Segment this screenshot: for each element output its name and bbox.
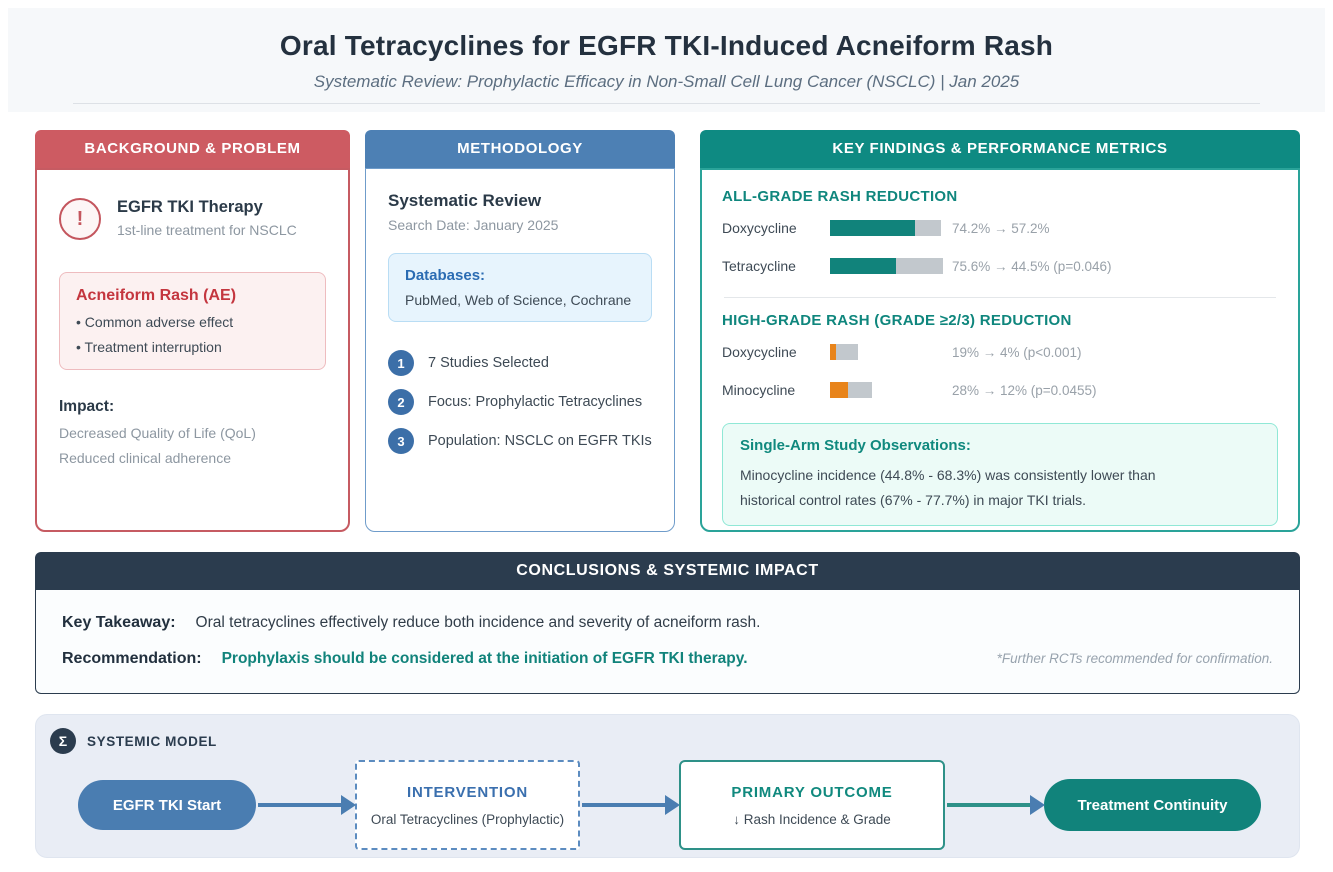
conclusions-header: CONCLUSIONS & SYSTEMIC IMPACT [35,552,1300,590]
therapy-row: ! EGFR TKI Therapy 1st-line treatment fo… [59,198,326,240]
step-1-label: 7 Studies Selected [428,355,549,371]
takeaway-line: Key Takeaway: Oral tetracyclines effecti… [62,614,1273,632]
intervention-box: INTERVENTION Oral Tetracyclines (Prophyl… [355,760,580,850]
bar-chart [830,258,952,274]
background-header: BACKGROUND & PROBLEM [35,130,350,168]
methodology-card: Systematic Review Search Date: January 2… [365,168,675,532]
metric-label: Doxycycline [722,220,797,236]
arrow-right-icon [258,795,356,815]
therapy-text: EGFR TKI Therapy 1st-line treatment for … [117,198,297,238]
rash-bullet-1: • Common adverse effect [76,314,234,330]
steps-list: 1 7 Studies Selected 2 Focus: Prophylact… [388,350,652,454]
databases-label: Databases: [405,267,486,284]
end-pill: Treatment Continuity [1044,779,1261,831]
methodology-column: METHODOLOGY Systematic Review Search Dat… [365,130,675,532]
impact-line-2: Reduced clinical adherence [59,450,231,466]
footnote: *Further RCTs recommended for confirmati… [996,651,1273,666]
bar-fill [830,382,848,398]
findings-header: KEY FINDINGS & PERFORMANCE METRICS [700,130,1300,168]
arrow-right-icon [582,795,680,815]
start-pill: EGFR TKI Start [78,780,256,830]
findings-divider [724,297,1276,298]
all-grade-row-doxycycline: Doxycycline 74.2% → 57.2% [722,213,1278,243]
alert-icon: ! [59,198,101,240]
arrow-right-icon [947,795,1045,815]
model-head: Σ SYSTEMIC MODEL [50,728,217,754]
single-arm-box: Single-Arm Study Observations: Minocycli… [722,423,1278,526]
metric-value: 75.6% → 44.5% (p=0.046) [952,258,1112,274]
step-2: 2 Focus: Prophylactic Tetracyclines [388,389,652,415]
systemic-model-panel: Σ SYSTEMIC MODEL EGFR TKI Start INTERVEN… [35,714,1300,858]
high-grade-title: HIGH-GRADE RASH (GRADE ≥2/3) REDUCTION [722,312,1072,329]
recommendation-line: Recommendation: Prophylaxis should be co… [62,650,1273,668]
step-2-number: 2 [388,389,414,415]
impact-label: Impact: [59,398,115,415]
intervention-sub: Oral Tetracyclines (Prophylactic) [370,811,565,827]
step-2-label: Focus: Prophylactic Tetracyclines [428,394,643,410]
search-date: Search Date: January 2025 [388,217,559,233]
header-band: Oral Tetracyclines for EGFR TKI-Induced … [8,8,1325,112]
recommendation-label: Recommendation: [62,650,202,667]
columns-row: BACKGROUND & PROBLEM ! EGFR TKI Therapy … [35,130,1300,532]
metric-label: Minocycline [722,382,796,398]
sigma-icon: Σ [50,728,76,754]
outcome-title: PRIMARY OUTCOME [731,783,893,801]
page-subtitle: Systematic Review: Prophylactic Efficacy… [313,72,1020,91]
rash-bullet-2: • Treatment interruption [76,339,222,355]
background-column: BACKGROUND & PROBLEM ! EGFR TKI Therapy … [35,130,350,532]
findings-column: KEY FINDINGS & PERFORMANCE METRICS ALL-G… [700,130,1300,532]
page-title: Oral Tetracyclines for EGFR TKI-Induced … [279,30,1054,61]
methodology-header: METHODOLOGY [365,130,675,168]
findings-card: ALL-GRADE RASH REDUCTION Doxycycline 74.… [700,168,1300,532]
bar-track [830,344,859,360]
single-arm-body: Minocycline incidence (44.8% - 68.3%) wa… [740,467,1156,508]
therapy-subtitle: 1st-line treatment for NSCLC [117,222,297,238]
bar-chart [830,382,952,398]
impact-line-1: Decreased Quality of Life (QoL) [59,425,256,441]
metric-label: Doxycycline [722,344,797,360]
bar-track [830,220,941,236]
step-1-number: 1 [388,350,414,376]
methodology-title: Systematic Review [388,191,542,210]
recommendation-text: Prophylaxis should be considered at the … [221,650,748,667]
step-1: 1 7 Studies Selected [388,350,652,376]
bar-fill [830,258,897,274]
bar-fill [830,220,916,236]
databases-box: Databases: PubMed, Web of Science, Cochr… [388,253,652,322]
header-divider [73,103,1260,104]
high-grade-row-minocycline: Minocycline 28% → 12% (p=0.0455) [722,375,1278,405]
bar-track [830,382,872,398]
rash-title: Acneiform Rash (AE) [76,287,237,304]
takeaway-label: Key Takeaway: [62,614,176,631]
outcome-sub: ↓ Rash Incidence & Grade [733,811,891,827]
metric-value: 74.2% → 57.2% [952,220,1050,236]
databases-list: PubMed, Web of Science, Cochrane [405,292,632,308]
bar-track [830,258,943,274]
step-3-label: Population: NSCLC on EGFR TKIs [428,433,652,449]
step-3-number: 3 [388,428,414,454]
intervention-title: INTERVENTION [406,783,528,801]
single-arm-title: Single-Arm Study Observations: [740,437,971,454]
outcome-box: PRIMARY OUTCOME ↓ Rash Incidence & Grade [679,760,945,850]
background-card: ! EGFR TKI Therapy 1st-line treatment fo… [35,168,350,532]
takeaway-text: Oral tetracyclines effectively reduce bo… [195,614,761,631]
bar-chart [830,220,952,236]
model-flow: EGFR TKI Start INTERVENTION Oral Tetracy… [78,757,1261,853]
all-grade-row-tetracycline: Tetracycline 75.6% → 44.5% (p=0.046) [722,251,1278,281]
all-grade-title: ALL-GRADE RASH REDUCTION [722,188,958,205]
therapy-title: EGFR TKI Therapy [117,198,263,216]
bar-fill [830,344,836,360]
rash-box: Acneiform Rash (AE) • Common adverse eff… [59,272,326,370]
step-3: 3 Population: NSCLC on EGFR TKIs [388,428,652,454]
bar-chart [830,344,952,360]
metric-label: Tetracycline [722,258,796,274]
high-grade-row-doxycycline: Doxycycline 19% → 4% (p<0.001) [722,337,1278,367]
conclusions-body: Key Takeaway: Oral tetracyclines effecti… [35,590,1300,694]
metric-value: 19% → 4% (p<0.001) [952,344,1082,360]
model-title: SYSTEMIC MODEL [87,733,217,749]
metric-value: 28% → 12% (p=0.0455) [952,382,1097,398]
